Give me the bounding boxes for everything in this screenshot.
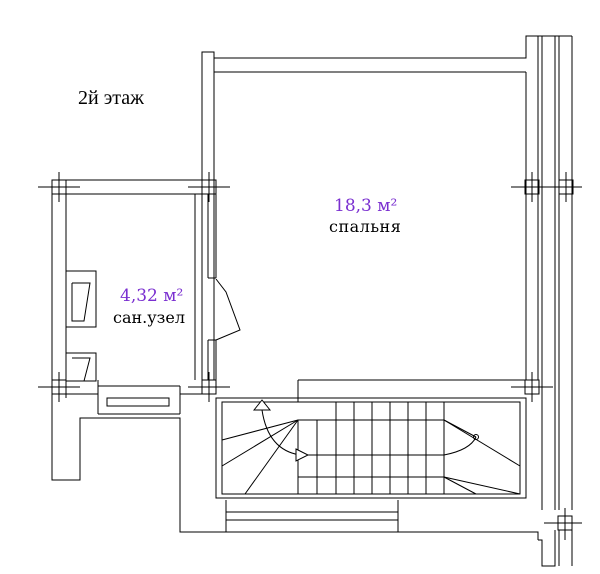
column-cross (545, 172, 582, 202)
right-columns (538, 35, 573, 567)
column-cross (38, 172, 80, 202)
stair-arrow-up (252, 399, 272, 411)
column-cross (188, 372, 230, 402)
bathroom-walls (51, 179, 217, 380)
lower-walls (51, 380, 539, 540)
sink-fixture (65, 270, 97, 328)
column-cross (511, 372, 553, 402)
column-crosses (38, 172, 582, 540)
column-cross (38, 372, 80, 402)
bedroom-wall-left (201, 51, 215, 380)
bathroom-door (215, 278, 241, 341)
stair-arrow-middle (295, 448, 310, 462)
bedroom-wall-top (214, 35, 539, 380)
bathroom-area: 4,32 м² (120, 286, 184, 306)
floor-label: 2й этаж (78, 87, 144, 109)
toilet-fixture (65, 352, 97, 382)
bedroom-area: 18,3 м² (334, 196, 398, 216)
bedroom-name: спальня (329, 217, 402, 236)
lower-window (225, 511, 399, 521)
bathroom-fixtures (65, 270, 97, 382)
column-cross (544, 508, 582, 540)
column-cross (188, 172, 230, 202)
bedroom-walls (201, 35, 539, 380)
staircase (215, 379, 527, 499)
bathroom-name: сан.узел (113, 308, 186, 327)
bathroom-window (106, 397, 170, 407)
